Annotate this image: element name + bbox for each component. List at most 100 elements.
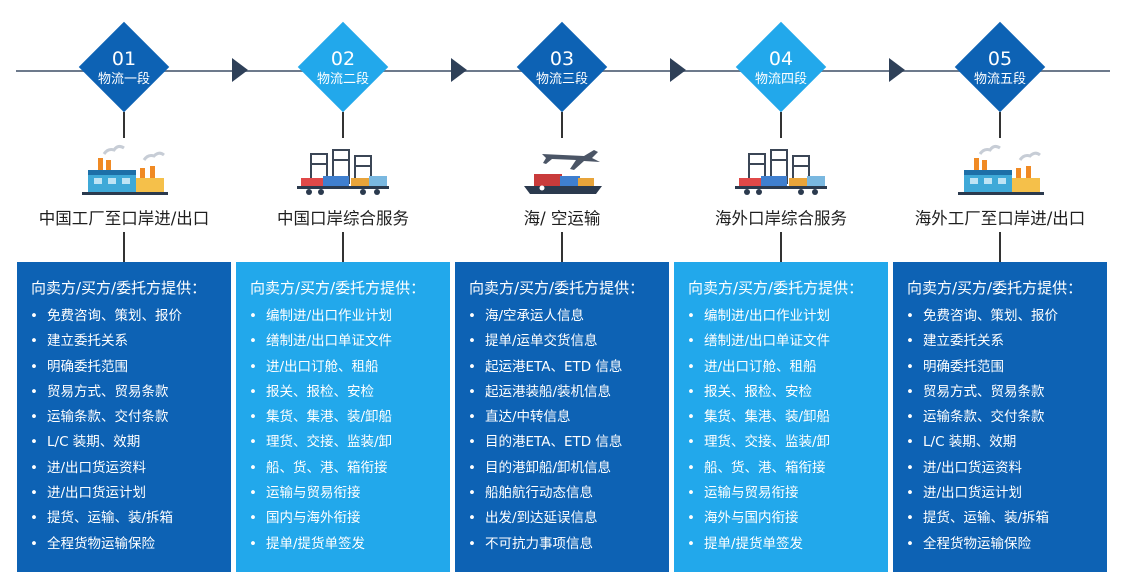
stage-caption: 海/ 空运输: [523, 209, 601, 228]
list-item: 贸易方式、贸易条款: [27, 380, 182, 405]
stage-label: 物流四段: [754, 72, 807, 87]
list-item: 进/出口订舱、租船: [246, 355, 392, 380]
stage-03: 03 物流三段 海/ 空运输 向卖方/买方/委托方提供： 海/空承运人信息提单/…: [455, 0, 669, 587]
service-list: 免费咨询、策划、报价建立委托关系明确委托范围贸易方式、贸易条款运输条款、交付条款…: [27, 304, 182, 557]
service-panel: 向卖方/买方/委托方提供： 编制进/出口作业计划缮制进/出口单证文件进/出口订舱…: [674, 262, 888, 572]
list-item: 提单/提货单签发: [684, 532, 830, 557]
stage-diamond: 02 物流二段: [298, 22, 388, 112]
list-item: 全程货物运输保险: [903, 532, 1058, 557]
list-item: 提货、运输、装/拆箱: [903, 506, 1058, 531]
list-item: 运输与贸易衔接: [246, 481, 392, 506]
connector-line: [780, 232, 782, 262]
list-item: 建立委托关系: [27, 329, 182, 354]
factory-icon: [74, 140, 174, 200]
list-item: 报关、报检、安检: [246, 380, 392, 405]
stage-caption: 海外口岸综合服务: [715, 209, 847, 228]
panel-title: 向卖方/买方/委托方提供：: [31, 279, 207, 297]
list-item: L/C 装期、效期: [27, 430, 182, 455]
stage-05: 05 物流五段 海外工厂至口岸进/出口 向卖方/买方/委托方提供： 免费咨询、策…: [893, 0, 1107, 587]
panel-title: 向卖方/买方/委托方提供：: [469, 279, 645, 297]
list-item: 编制进/出口作业计划: [684, 304, 830, 329]
list-item: 理货、交接、监装/卸: [684, 430, 830, 455]
stage-label: 物流三段: [535, 72, 588, 87]
connector-line: [342, 232, 344, 262]
stage-number: 01: [111, 48, 137, 70]
stage-label: 物流五段: [973, 72, 1026, 87]
stage-diamond: 03 物流三段: [517, 22, 607, 112]
list-item: 进/出口订舱、租船: [684, 355, 830, 380]
list-item: 直达/中转信息: [465, 405, 622, 430]
list-item: 起运港ETA、ETD 信息: [465, 355, 622, 380]
stage-04: 04 物流四段 海外口岸综合服务 向卖方/买方/委托方提供：: [674, 0, 888, 587]
list-item: 编制进/出口作业计划: [246, 304, 392, 329]
list-item: 进/出口货运资料: [903, 456, 1058, 481]
list-item: 出发/到达延误信息: [465, 506, 622, 531]
list-item: L/C 装期、效期: [903, 430, 1058, 455]
arrow-right-icon: [670, 58, 686, 82]
service-panel: 向卖方/买方/委托方提供： 免费咨询、策划、报价建立委托关系明确委托范围贸易方式…: [893, 262, 1107, 572]
factory-icon: [950, 140, 1050, 200]
service-list: 海/空承运人信息提单/运单交货信息起运港ETA、ETD 信息起运港装船/装机信息…: [465, 304, 622, 557]
list-item: 明确委托范围: [27, 355, 182, 380]
service-panel: 向卖方/买方/委托方提供： 免费咨询、策划、报价建立委托关系明确委托范围贸易方式…: [17, 262, 231, 572]
list-item: 船、货、港、箱衔接: [246, 456, 392, 481]
list-item: 免费咨询、策划、报价: [27, 304, 182, 329]
port-icon: [293, 140, 393, 200]
list-item: 进/出口货运计划: [27, 481, 182, 506]
list-item: 海/空承运人信息: [465, 304, 622, 329]
connector-line: [561, 232, 563, 262]
list-item: 集货、集港、装/卸船: [246, 405, 392, 430]
stage-number: 04: [768, 48, 794, 70]
list-item: 不可抗力事项信息: [465, 532, 622, 557]
panel-title: 向卖方/买方/委托方提供：: [907, 279, 1083, 297]
list-item: 进/出口货运计划: [903, 481, 1058, 506]
stage-label: 物流一段: [97, 72, 150, 87]
list-item: 运输与贸易衔接: [684, 481, 830, 506]
connector-line: [123, 112, 125, 138]
stage-02: 02 物流二段 中国口岸综合服务 向卖方/买方/委托方提供：: [236, 0, 450, 587]
list-item: 提单/提货单签发: [246, 532, 392, 557]
list-item: 提单/运单交货信息: [465, 329, 622, 354]
stage-caption: 海外工厂至口岸进/出口: [914, 209, 1086, 228]
list-item: 缮制进/出口单证文件: [246, 329, 392, 354]
list-item: 国内与海外衔接: [246, 506, 392, 531]
arrow-right-icon: [232, 58, 248, 82]
connector-line: [999, 232, 1001, 262]
connector-line: [123, 232, 125, 262]
stage-diamond: 04 物流四段: [736, 22, 826, 112]
stage-diamond: 01 物流一段: [79, 22, 169, 112]
list-item: 集货、集港、装/卸船: [684, 405, 830, 430]
list-item: 理货、交接、监装/卸: [246, 430, 392, 455]
service-list: 免费咨询、策划、报价建立委托关系明确委托范围贸易方式、贸易条款运输条款、交付条款…: [903, 304, 1058, 557]
list-item: 进/出口货运资料: [27, 456, 182, 481]
service-panel: 向卖方/买方/委托方提供： 编制进/出口作业计划缮制进/出口单证文件进/出口订舱…: [236, 262, 450, 572]
list-item: 海外与国内衔接: [684, 506, 830, 531]
list-item: 提货、运输、装/拆箱: [27, 506, 182, 531]
panel-title: 向卖方/买方/委托方提供：: [688, 279, 864, 297]
stage-01: 01 物流一段 中国工厂至口岸进/出口 向卖方/买方/委托方提供： 免费咨询、策…: [17, 0, 231, 587]
connector-line: [999, 112, 1001, 138]
connector-line: [342, 112, 344, 138]
connector-line: [561, 112, 563, 138]
list-item: 目的港ETA、ETD 信息: [465, 430, 622, 455]
service-list: 编制进/出口作业计划缮制进/出口单证文件进/出口订舱、租船报关、报检、安检集货、…: [246, 304, 392, 557]
list-item: 起运港装船/装机信息: [465, 380, 622, 405]
service-panel: 向卖方/买方/委托方提供： 海/空承运人信息提单/运单交货信息起运港ETA、ET…: [455, 262, 669, 572]
service-list: 编制进/出口作业计划缮制进/出口单证文件进/出口订舱、租船报关、报检、安检集货、…: [684, 304, 830, 557]
connector-line: [780, 112, 782, 138]
list-item: 全程货物运输保险: [27, 532, 182, 557]
stage-number: 05: [987, 48, 1013, 70]
list-item: 建立委托关系: [903, 329, 1058, 354]
stage-number: 02: [330, 48, 356, 70]
port-icon: [731, 140, 831, 200]
stage-caption: 中国工厂至口岸进/出口: [38, 209, 210, 228]
list-item: 免费咨询、策划、报价: [903, 304, 1058, 329]
panel-title: 向卖方/买方/委托方提供：: [250, 279, 426, 297]
stage-number: 03: [549, 48, 575, 70]
stage-caption: 中国口岸综合服务: [277, 209, 409, 228]
stage-label: 物流二段: [316, 72, 369, 87]
list-item: 缮制进/出口单证文件: [684, 329, 830, 354]
list-item: 贸易方式、贸易条款: [903, 380, 1058, 405]
arrow-right-icon: [889, 58, 905, 82]
list-item: 明确委托范围: [903, 355, 1058, 380]
